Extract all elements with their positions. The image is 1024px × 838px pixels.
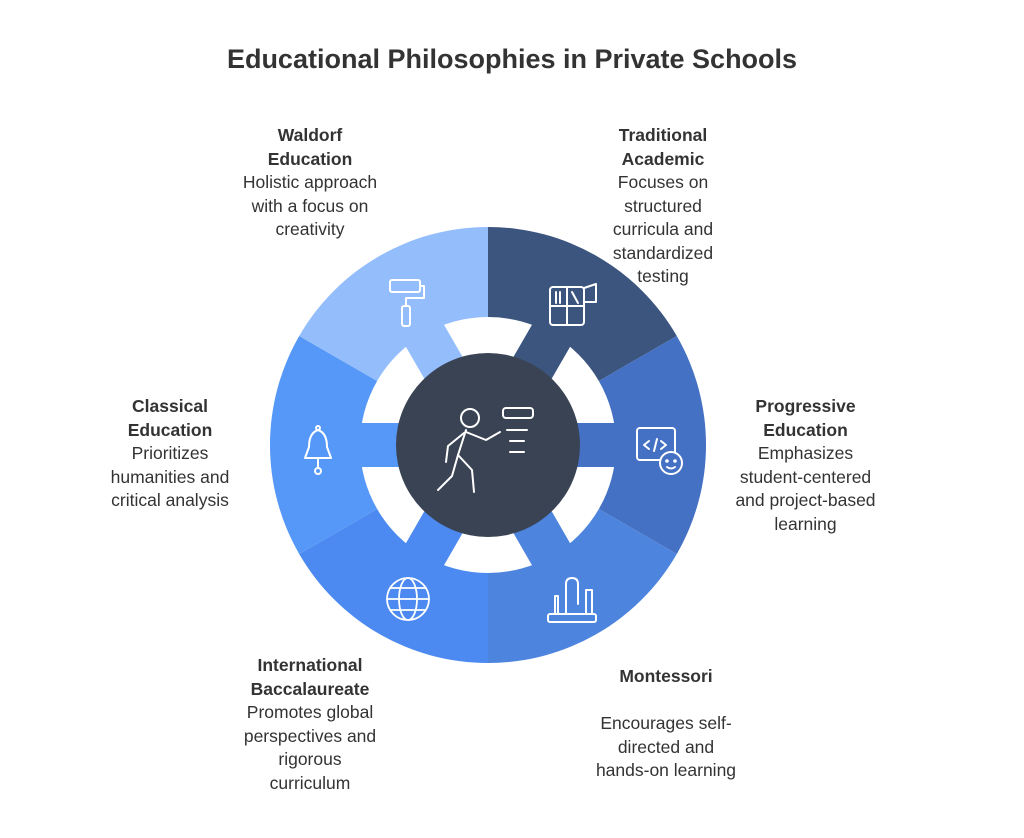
label-traditional: Traditional Academic Focuses on structur… [563, 124, 763, 289]
label-ib-desc-3: rigorous [278, 749, 342, 769]
label-ib-desc-4: curriculum [269, 772, 351, 793]
globe-icon [386, 577, 430, 621]
label-waldorf-desc-3: creativity [275, 219, 345, 239]
bookshelf-icon [549, 283, 597, 326]
label-progressive-desc-4: learning [774, 513, 837, 534]
label-waldorf-heading-2: Education [267, 148, 353, 169]
segment-progressive [598, 336, 706, 554]
label-montessori-desc-1: Encourages self- [600, 713, 732, 733]
code-window-icon [636, 427, 683, 475]
label-ib-desc-1: Promotes global [246, 702, 374, 722]
label-waldorf-heading: Waldorf [277, 125, 343, 145]
bell-icon [304, 425, 332, 475]
segment-montessori [488, 509, 677, 663]
label-progressive-desc-2: student-centered [739, 466, 872, 487]
label-traditional-desc-3: curricula and [612, 219, 714, 239]
label-traditional-heading: Traditional [618, 125, 708, 145]
label-ib-heading-2: Baccalaureate [250, 678, 370, 699]
label-montessori-desc-2: directed and [617, 736, 715, 757]
label-montessori-heading: Montessori [619, 666, 713, 686]
paint-roller-icon [389, 279, 425, 327]
label-classical-heading: Classical [132, 396, 208, 416]
label-waldorf-desc-1: Holistic approach [242, 172, 378, 192]
label-ib-desc-2: perspectives and [243, 725, 377, 746]
label-montessori-spacer [566, 689, 766, 713]
label-montessori: Montessori Encourages self- directed and… [566, 665, 766, 783]
label-classical-desc-1: Prioritizes [131, 443, 209, 463]
segment-ib [299, 509, 488, 663]
label-progressive-desc-1: Emphasizes [757, 443, 854, 463]
segment-waldorf [299, 227, 488, 381]
segment-traditional [488, 227, 677, 381]
label-classical: Classical Education Prioritizes humaniti… [70, 395, 270, 513]
label-traditional-desc-2: structured [624, 195, 702, 216]
label-ib-heading: International [257, 655, 363, 675]
label-classical-desc-3: critical analysis [111, 490, 229, 510]
lab-equipment-icon [547, 577, 597, 623]
label-waldorf-desc-2: with a focus on [251, 195, 369, 216]
label-traditional-heading-2: Academic [621, 148, 705, 169]
label-ib: International Baccalaureate Promotes glo… [205, 654, 415, 795]
ring-segments [270, 227, 706, 663]
connector-progressive [573, 423, 618, 467]
label-waldorf: Waldorf Education Holistic approach with… [210, 124, 410, 242]
label-progressive-desc-3: and project-based [735, 490, 876, 510]
segment-classical [270, 336, 378, 554]
label-classical-heading-2: Education [127, 419, 213, 440]
connector-classical [358, 423, 403, 467]
label-traditional-desc-5: testing [637, 266, 689, 286]
label-progressive-heading: Progressive [755, 396, 856, 416]
label-traditional-desc-4: standardized [612, 242, 714, 263]
diagram-title: Educational Philosophies in Private Scho… [226, 44, 798, 74]
running-person-icon [437, 407, 534, 493]
label-traditional-desc-1: Focuses on [617, 172, 709, 192]
label-progressive: Progressive Education Emphasizes student… [703, 395, 908, 536]
label-montessori-desc-3: hands-on learning [595, 760, 737, 780]
center-hub [396, 353, 580, 537]
label-progressive-heading-2: Education [763, 419, 848, 440]
label-classical-desc-2: humanities and [110, 466, 230, 487]
